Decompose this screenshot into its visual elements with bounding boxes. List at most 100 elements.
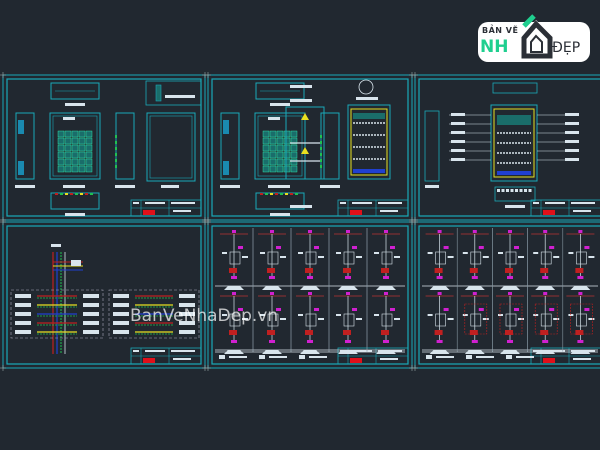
gland [265, 193, 268, 195]
cabinet-door [52, 115, 98, 177]
terminal [15, 321, 31, 325]
breaker [262, 158, 270, 166]
load-symbol [464, 286, 485, 290]
indicator [115, 141, 117, 144]
interlock-box [570, 303, 593, 335]
terminal [179, 303, 195, 307]
drawing-sheet-cabinet-layout-1[interactable] [0, 72, 208, 223]
title-text [171, 350, 195, 352]
node [543, 292, 548, 295]
node [383, 276, 389, 279]
node [308, 292, 312, 295]
terminal [15, 294, 31, 298]
label [427, 314, 433, 316]
gland [295, 193, 298, 195]
breaker [290, 151, 298, 159]
title-text [533, 202, 539, 204]
contactor [469, 268, 478, 273]
node [542, 276, 549, 279]
terminal [18, 161, 24, 175]
breaker [57, 151, 65, 159]
cabinet-outline [254, 112, 306, 180]
node [542, 340, 549, 343]
dimension-label [565, 113, 579, 116]
label [447, 256, 454, 258]
breaker [78, 137, 86, 145]
breaker [283, 165, 291, 173]
bottom-view [50, 192, 100, 210]
title-text [545, 350, 565, 352]
breaker [269, 165, 277, 173]
node [471, 340, 478, 343]
terminal [15, 330, 31, 334]
gland [80, 193, 83, 195]
node [507, 340, 513, 343]
terminal [223, 120, 229, 134]
enclosure [10, 289, 104, 339]
dimension-label [270, 213, 290, 216]
relay [505, 313, 517, 327]
load-symbol [429, 286, 450, 290]
gland [524, 189, 527, 192]
label [242, 318, 248, 320]
contactor [540, 330, 549, 335]
breaker [269, 158, 277, 166]
legend-symbol [466, 355, 472, 359]
breaker [57, 158, 65, 166]
cabinet-door [257, 115, 303, 177]
terminal-block [71, 260, 81, 266]
indicator [320, 159, 322, 162]
node [308, 230, 312, 233]
node [508, 292, 512, 295]
dimension-label [451, 131, 465, 134]
gland [270, 193, 273, 195]
breaker [262, 144, 270, 152]
drawing-sheet-single-line-2[interactable] [412, 219, 600, 371]
title-text [378, 202, 402, 204]
gland [285, 193, 288, 195]
node [514, 246, 519, 249]
breaker [64, 137, 72, 145]
terminal [83, 303, 99, 307]
breaker [64, 130, 72, 138]
label [298, 252, 303, 254]
title-block-stamp [350, 358, 362, 363]
node [472, 230, 477, 233]
node [443, 308, 449, 311]
drawing-sheet-cabinet-layout-3[interactable] [412, 72, 600, 223]
breaker [283, 130, 291, 138]
gland [90, 193, 93, 195]
gland [528, 189, 532, 192]
terminal [179, 312, 195, 316]
detail-component [155, 84, 162, 102]
cabinet-outline [146, 112, 196, 182]
contactor [305, 330, 313, 335]
indicator [320, 153, 322, 156]
panel-frame [350, 108, 388, 176]
node [508, 230, 512, 233]
label [336, 314, 341, 316]
nameplate [268, 117, 280, 120]
terminal [113, 321, 129, 325]
relay [343, 313, 355, 327]
interlock-box [464, 303, 488, 335]
warning-icon [301, 147, 309, 154]
warning-icon [301, 113, 309, 120]
drawing-sheet-single-line-1[interactable] [205, 219, 415, 371]
relay [470, 251, 482, 265]
label [318, 256, 324, 258]
dimension-label [451, 113, 465, 116]
dimension-label [65, 213, 85, 216]
contactor [434, 330, 443, 335]
node [478, 308, 484, 311]
drawing-sheet-wiring-diagram[interactable] [0, 219, 208, 371]
drawing-sheet-cabinet-layout-2[interactable] [205, 72, 415, 223]
gland [501, 189, 505, 192]
legend-text [516, 356, 534, 358]
legend-text [229, 356, 247, 358]
gland [519, 189, 523, 192]
title-text [173, 358, 191, 360]
dimension-label [565, 131, 579, 134]
